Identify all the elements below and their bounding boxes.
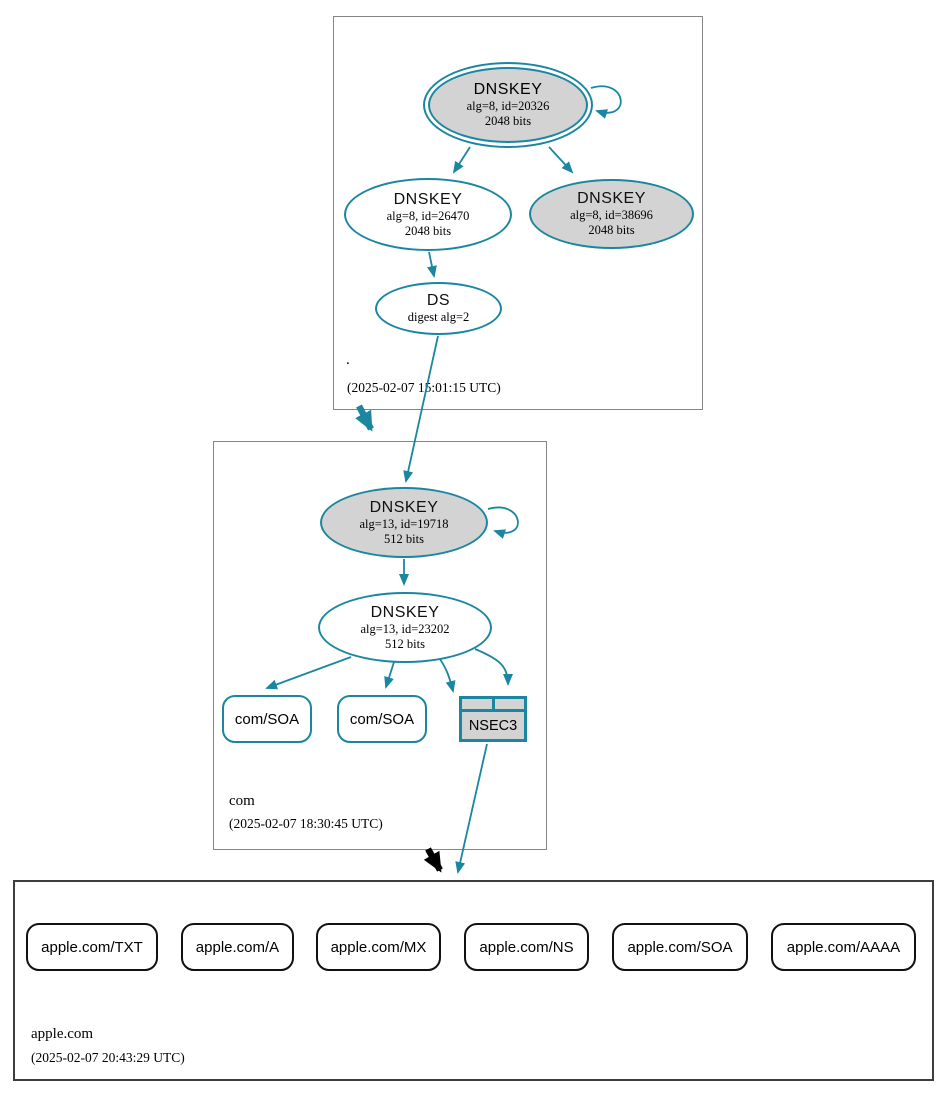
nsec3-cell [494, 699, 524, 709]
rrset-label: apple.com/A [195, 938, 280, 956]
ksk-inner-ring [428, 67, 588, 143]
rrset-label: apple.com/MX [330, 938, 427, 956]
rrset-label: com/SOA [349, 710, 415, 728]
zone-label-root: . [346, 352, 350, 368]
rrset-label: apple.com/SOA [627, 938, 733, 956]
com-ksk-dnskey-node[interactable]: DNSKEY alg=13, id=19718 512 bits [320, 487, 488, 558]
apple-aaaa-rrset-node[interactable]: apple.com/AAAA [771, 923, 916, 971]
dnskey-bits: 512 bits [385, 636, 425, 651]
zone-box-apple-com [13, 880, 934, 1081]
com-nsec3-node[interactable]: NSEC3 [459, 696, 527, 742]
zone-box-root [333, 16, 703, 410]
apple-txt-rrset-node[interactable]: apple.com/TXT [26, 923, 158, 971]
apple-mx-rrset-node[interactable]: apple.com/MX [316, 923, 441, 971]
rrset-label: com/SOA [234, 710, 300, 728]
dnskey-bits: 2048 bits [484, 114, 532, 128]
nsec3-label: NSEC3 [468, 717, 518, 734]
dnskey-title: DNSKEY [473, 81, 543, 98]
edge-com-to-apple-delegation [423, 847, 443, 873]
zone-timestamp-com: (2025-02-07 18:30:45 UTC) [229, 816, 383, 831]
apple-soa-rrset-node[interactable]: apple.com/SOA [612, 923, 748, 971]
apple-ns-rrset-node[interactable]: apple.com/NS [464, 923, 589, 971]
zone-label-com: com [229, 793, 255, 809]
nsec3-cell [462, 699, 495, 709]
dnskey-attrs: alg=8, id=20326 [466, 99, 550, 113]
dnskey-title: DNSKEY [393, 190, 463, 208]
zone-label-apple-com: apple.com [31, 1026, 94, 1042]
zone-timestamp-root: (2025-02-07 15:01:15 UTC) [347, 380, 501, 395]
dnskey-title: DNSKEY [577, 190, 646, 207]
rrset-label: apple.com/NS [479, 938, 574, 956]
dnskey-bits: 2048 bits [588, 223, 635, 237]
zone-box-com [213, 441, 547, 850]
dnskey-title: DNSKEY [369, 498, 439, 516]
root-published-dnskey-node[interactable]: DNSKEY alg=8, id=38696 2048 bits [529, 179, 694, 249]
rrset-label: apple.com/AAAA [786, 938, 901, 956]
dnskey-attrs: alg=13, id=19718 [359, 516, 449, 531]
dnskey-bits: 512 bits [384, 531, 424, 546]
com-soa-rrset-node-2[interactable]: com/SOA [337, 695, 427, 743]
dnskey-attrs: alg=8, id=26470 [386, 208, 470, 223]
dnskey-bits: 2048 bits [404, 223, 452, 238]
root-ksk-dnskey-node[interactable]: DNSKEY alg=8, id=20326 2048 bits [423, 62, 593, 148]
ds-attrs: digest alg=2 [407, 310, 470, 324]
nsec3-header-cells [462, 699, 524, 712]
root-zsk-dnskey-node[interactable]: DNSKEY alg=8, id=26470 2048 bits [344, 178, 512, 251]
dnskey-title: DNSKEY [370, 603, 440, 621]
ds-title: DS [426, 292, 451, 309]
dnskey-attrs: alg=13, id=23202 [360, 621, 450, 636]
com-soa-rrset-node-1[interactable]: com/SOA [222, 695, 312, 743]
dnskey-attrs: alg=8, id=38696 [570, 208, 653, 222]
apple-a-rrset-node[interactable]: apple.com/A [181, 923, 294, 971]
com-zsk-dnskey-node[interactable]: DNSKEY alg=13, id=23202 512 bits [318, 592, 492, 663]
zone-timestamp-apple-com: (2025-02-07 20:43:29 UTC) [31, 1050, 185, 1065]
root-ds-node[interactable]: DS digest alg=2 [375, 282, 502, 335]
rrset-label: apple.com/TXT [41, 938, 143, 956]
